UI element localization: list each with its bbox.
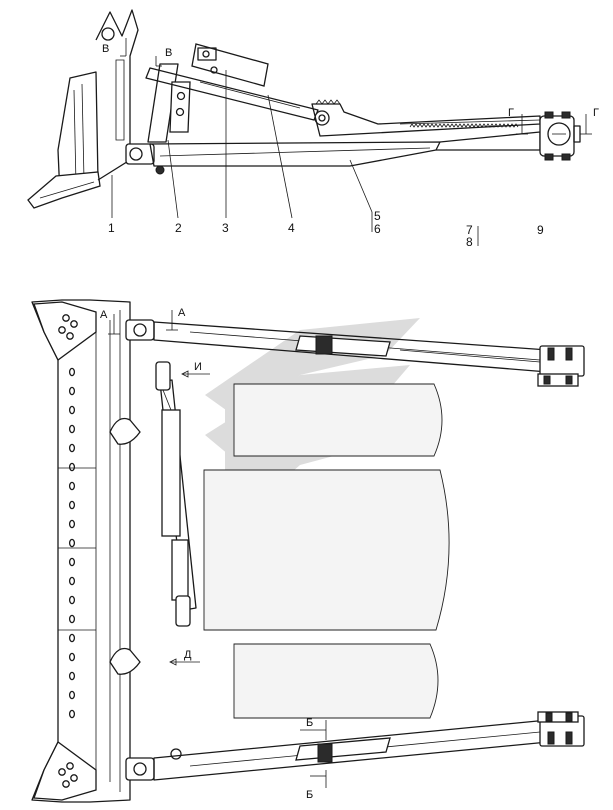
bolt-hole (68, 386, 76, 396)
panel-middle (203, 469, 450, 631)
end-bolt (62, 780, 70, 788)
bolt-hole (68, 614, 76, 624)
bolt-hole (68, 367, 76, 377)
brace-link (147, 63, 179, 143)
side-view (27, 9, 592, 232)
end-bolt (62, 314, 70, 322)
bolt-hole (68, 633, 76, 643)
upper-trunnion (537, 345, 585, 387)
panel-upper (233, 383, 443, 457)
blade-plan (31, 299, 131, 803)
bolt-hole (68, 462, 76, 472)
callout-9: 9 (537, 223, 544, 237)
callout-6: 6 (374, 222, 381, 236)
bolt-hole (68, 576, 76, 586)
rack-guide (311, 103, 541, 137)
bolt-hole (68, 538, 76, 548)
section-g-left: Г (508, 107, 514, 119)
section-a-left: А (100, 309, 108, 321)
bolt-hole (68, 443, 76, 453)
section-g-right: Г (593, 107, 599, 119)
hydraulic-strut (145, 67, 319, 121)
end-bolt (66, 762, 74, 770)
bolt-hole (68, 519, 76, 529)
blade-frame (95, 9, 139, 181)
bolt-hole (68, 652, 76, 662)
bolt-hole (68, 690, 76, 700)
bolt-hole (68, 709, 76, 719)
mount-lug-upper (109, 417, 141, 445)
callout-1: 1 (108, 221, 115, 235)
panel-lower (233, 643, 439, 719)
trunnion-end (539, 111, 581, 161)
bolt-hole (68, 671, 76, 681)
end-bolt (58, 326, 66, 334)
cylinder-housing (191, 43, 269, 87)
end-bolt (70, 774, 78, 782)
callout-5: 5 (374, 209, 381, 223)
section-i-arrow: И (194, 361, 202, 373)
bolt-hole (68, 481, 76, 491)
plan-view (31, 299, 585, 803)
end-bolt (70, 320, 78, 328)
end-bolt (58, 768, 66, 776)
section-v-left: В (102, 43, 109, 55)
bolt-hole-column (58, 314, 78, 788)
bolt-hole (68, 405, 76, 415)
section-d-arrow: Д (184, 649, 192, 661)
mount-lug-lower (109, 647, 141, 675)
callout-2: 2 (175, 221, 182, 235)
section-a-right: А (178, 307, 186, 319)
bolt-hole (68, 424, 76, 434)
lower-trunnion (537, 711, 585, 747)
section-b-top: Б (306, 717, 313, 729)
bolt-hole (68, 557, 76, 567)
section-v-right: В (165, 47, 172, 59)
section-b-bottom: Б (306, 789, 313, 801)
push-arm (149, 141, 441, 167)
callout-7: 7 (466, 223, 473, 237)
bolt-hole (68, 595, 76, 605)
end-bolt (66, 332, 74, 340)
callout-3: 3 (222, 221, 229, 235)
callout-4: 4 (288, 221, 295, 235)
callout-8: 8 (466, 235, 473, 249)
cutting-edge (27, 171, 101, 209)
bolt-hole (68, 500, 76, 510)
